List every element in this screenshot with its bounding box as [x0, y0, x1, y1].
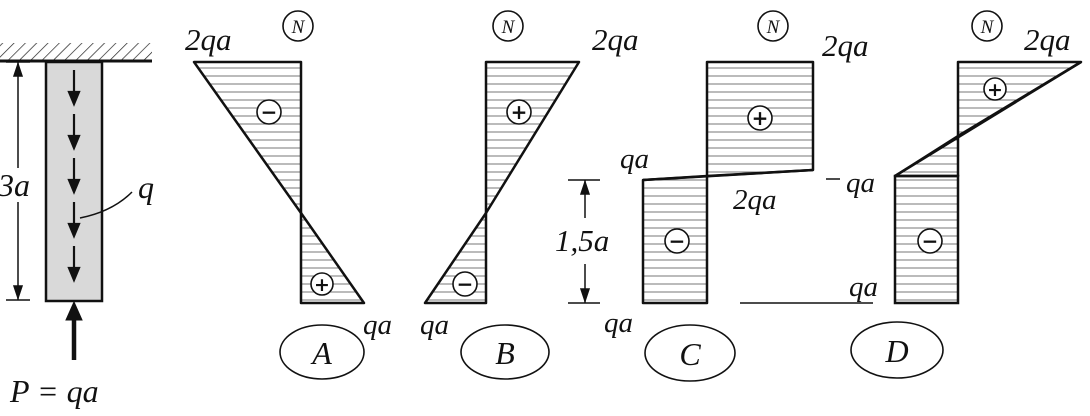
- option-a-label: A: [279, 324, 365, 380]
- option-b-sign-upper: +: [506, 99, 532, 125]
- option-a-diagram: N 2qa − + qa A: [185, 10, 392, 380]
- option-c-step-right-value: 2qa: [733, 184, 777, 216]
- option-b-top-value: 2qa: [592, 22, 639, 57]
- svg-text:+: +: [511, 100, 528, 124]
- svg-text:N: N: [980, 17, 995, 38]
- option-a-bottom-value: qa: [363, 309, 392, 341]
- option-b-bottom-value: qa: [420, 309, 449, 341]
- svg-text:−: −: [261, 100, 278, 124]
- beam-scheme: 3a q P = qa: [0, 43, 154, 409]
- n-symbol: N: [757, 10, 789, 42]
- distributed-load-arrows: [67, 70, 81, 283]
- load-label: q: [138, 169, 154, 205]
- option-c-dimension-label: 1,5a: [555, 223, 609, 258]
- svg-text:−: −: [457, 272, 474, 296]
- svg-text:+: +: [752, 106, 769, 130]
- option-b-label: B: [460, 324, 550, 380]
- svg-text:+: +: [987, 79, 1003, 101]
- option-c-sign-lower: −: [664, 228, 690, 254]
- option-c-bottom-value: qa: [604, 307, 633, 339]
- option-c-top-right-value: 2qa: [822, 28, 869, 63]
- svg-text:N: N: [501, 17, 516, 38]
- option-d-label: D: [850, 321, 944, 379]
- option-d-sign-upper: +: [983, 77, 1007, 101]
- option-d-diagram: N 2qa qa qa + − D: [846, 10, 1083, 379]
- force-arrow: [65, 300, 83, 360]
- svg-text:−: −: [922, 229, 939, 253]
- svg-text:−: −: [669, 229, 686, 253]
- svg-text:N: N: [291, 17, 306, 38]
- option-c-label: C: [644, 324, 736, 382]
- option-a-sign-lower: +: [310, 272, 334, 296]
- svg-text:D: D: [884, 333, 908, 369]
- option-a-top-value: 2qa: [185, 22, 232, 57]
- option-d-sign-lower: −: [917, 228, 943, 254]
- n-symbol: N: [971, 10, 1003, 42]
- length-label: 3a: [0, 167, 30, 203]
- option-c-diagram: N 2qa qa 2qa + − 1,5a qa C: [555, 10, 873, 382]
- option-d-bottom-value: qa: [849, 271, 878, 303]
- option-b-sign-lower: −: [452, 271, 478, 297]
- option-c-height-dimension: [568, 179, 600, 304]
- fixed-support: [0, 43, 152, 63]
- svg-text:A: A: [310, 335, 332, 371]
- option-b-diagram: N 2qa + − qa B: [420, 10, 639, 380]
- n-symbol: N: [282, 10, 314, 42]
- option-d-mid-left-value: qa: [846, 167, 875, 199]
- n-symbol: N: [492, 10, 524, 42]
- option-c-sign-upper: +: [747, 105, 773, 131]
- force-label: P = qa: [9, 373, 99, 409]
- load-leader-line: [79, 191, 133, 219]
- svg-text:B: B: [495, 335, 515, 371]
- option-a-sign-upper: −: [256, 99, 282, 125]
- svg-text:C: C: [679, 336, 701, 372]
- svg-text:N: N: [766, 17, 781, 38]
- svg-text:+: +: [314, 274, 330, 296]
- option-d-top-right-value: 2qa: [1024, 22, 1071, 57]
- option-c-step-left-value: qa: [620, 143, 649, 175]
